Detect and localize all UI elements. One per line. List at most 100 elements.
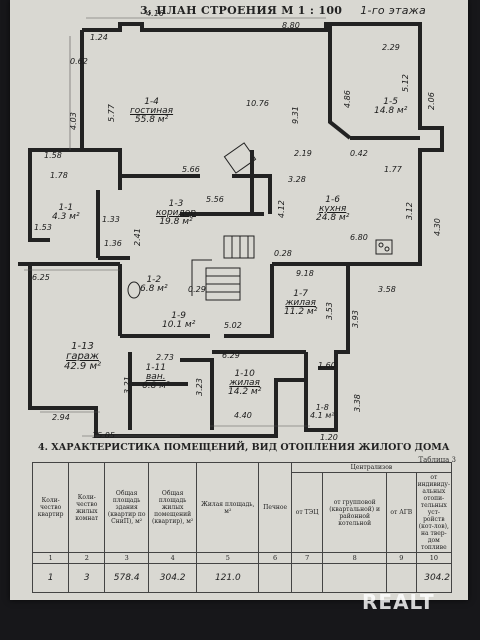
floor-plan-drawing xyxy=(18,17,444,438)
dim-133: 1.33 xyxy=(102,215,120,224)
dim-918: 9.18 xyxy=(296,269,314,278)
dim-680: 6.80 xyxy=(350,233,368,242)
room-1-13-area: 42.9 м² xyxy=(64,361,101,372)
room-1-8-area: 4.1 м² xyxy=(310,411,335,420)
room-1-2: 1-2 6.8 м² xyxy=(140,276,168,294)
value-rooms: 3 xyxy=(68,563,106,593)
header-total-area: Общая площадь здания (квартир по СниП), … xyxy=(104,462,150,553)
col-number: 9 xyxy=(385,552,417,564)
floor-note: 1-го этажа xyxy=(360,4,427,17)
dim-625: 6.25 xyxy=(32,273,50,282)
room-1-1: 1-1 4.3 м² xyxy=(52,204,80,222)
dim-241: 2.41 xyxy=(133,228,142,246)
header-stove: Печное xyxy=(258,462,292,553)
header-rooms: Коли-чество жилых комнат xyxy=(68,462,106,553)
dim-440: 4.40 xyxy=(234,411,252,420)
dim-629: 6.29 xyxy=(222,351,240,360)
room-1-9: 1-9 10.1 м² xyxy=(162,312,195,330)
col-number: 7 xyxy=(290,552,324,564)
dim-062: 0.62 xyxy=(70,57,88,66)
dim-430: 4.30 xyxy=(433,218,442,236)
dim-358: 3.58 xyxy=(378,285,396,294)
room-1-3-area: 19.8 м² xyxy=(159,217,193,227)
value-apartments: 1 xyxy=(31,563,70,593)
dim-416: 4.16 xyxy=(146,9,164,18)
room-1-6-id: 1-6 xyxy=(325,195,340,205)
room-1-8-id: 1-8 xyxy=(315,403,329,412)
room-1-3-id: 1-3 xyxy=(168,199,184,209)
room-1-6-name: кухня xyxy=(318,204,347,214)
room-1-5-area: 14.8 м² xyxy=(374,106,408,116)
header-tec: от ТЭЦ xyxy=(290,472,324,553)
table-row: 1 3 578.4 304.2 121.0 304.2 xyxy=(31,563,453,593)
header-agv: от АГВ xyxy=(385,472,417,553)
room-1-10-id: 1-10 xyxy=(234,369,255,379)
col-number: 2 xyxy=(68,552,106,564)
dim-486: 4.86 xyxy=(343,90,352,108)
room-1-13-name: гараж xyxy=(66,351,99,362)
room-1-1-area: 4.3 м² xyxy=(52,212,80,222)
room-1-7-area: 11.2 м² xyxy=(284,307,318,317)
dim-880: 8.80 xyxy=(282,21,300,30)
dim-312: 3.12 xyxy=(405,202,414,220)
dim-512: 5.12 xyxy=(401,74,410,92)
room-1-8: 1-8 4.1 м² xyxy=(310,404,335,420)
dim-229: 2.29 xyxy=(382,43,400,52)
value-living-area: 121.0 xyxy=(196,563,260,593)
section-4-title: 4. ХАРАКТЕРИСТИКА ПОМЕЩЕНИЙ, ВИД ОТОПЛЕН… xyxy=(38,442,450,453)
table-number-row: 1 2 3 4 5 6 7 8 9 10 xyxy=(31,552,453,564)
col-number: 8 xyxy=(322,552,387,564)
value-stove xyxy=(258,563,292,593)
room-1-11-area: 6.8 м² xyxy=(142,381,170,391)
dim-136: 1.36 xyxy=(104,239,122,248)
plan-title: 3. ПЛАН СТРОЕНИЯ М 1 : 100 1-го этажа xyxy=(140,4,426,17)
dim-323: 3.23 xyxy=(195,378,204,396)
room-1-9-area: 10.1 м² xyxy=(162,320,196,330)
room-1-4-id: 1-4 xyxy=(144,97,159,107)
table-header-row-1: Коли-чество квартир Коли-чество жилых ко… xyxy=(31,462,453,553)
room-1-9-id: 1-9 xyxy=(171,311,186,321)
col-number: 4 xyxy=(148,552,198,564)
dim-158: 1.58 xyxy=(44,151,62,160)
room-1-6-area: 24.8 м² xyxy=(316,213,350,223)
room-1-7-name: жилая xyxy=(285,298,316,308)
room-1-3: 1-3 коридор 19.8 м² xyxy=(156,200,196,227)
dim-412: 4.12 xyxy=(277,200,286,218)
table-number: Таблица 3 xyxy=(418,456,456,464)
dim-566: 5.66 xyxy=(182,165,200,174)
dim-393: 3.93 xyxy=(351,310,360,328)
dim-1076: 10.76 xyxy=(246,99,269,108)
dim-502: 5.02 xyxy=(224,321,242,330)
dim-206: 2.06 xyxy=(427,92,436,110)
room-1-1-id: 1-1 xyxy=(58,203,74,213)
value-group-boiler xyxy=(322,563,387,593)
dim-160: 1.60 xyxy=(318,361,336,370)
dim-124: 1.24 xyxy=(90,33,108,42)
col-number: 3 xyxy=(104,552,150,564)
plan-title-text: 3. ПЛАН СТРОЕНИЯ М 1 : 100 xyxy=(140,4,343,17)
dim-178: 1.78 xyxy=(50,171,68,180)
header-apartments: Коли-чество квартир xyxy=(31,462,70,553)
dim-029: 0.29 xyxy=(188,285,206,294)
room-1-3-name: коридор xyxy=(156,208,196,218)
room-1-7: 1-7 жилая 11.2 м² xyxy=(284,290,317,317)
room-1-10-area: 14.2 м² xyxy=(228,387,262,397)
room-1-10: 1-10 жилая 14.2 м² xyxy=(228,370,261,397)
dim-353: 3.53 xyxy=(325,302,334,320)
room-1-5: 1-5 14.8 м² xyxy=(374,98,407,116)
value-tec xyxy=(290,563,324,593)
col-number: 10 xyxy=(415,552,453,564)
value-total-area: 578.4 xyxy=(104,563,150,593)
header-group-boiler: от групповой (квартальной) и районной ко… xyxy=(322,472,387,553)
characteristics-table: Коли-чество квартир Коли-чество жилых ко… xyxy=(31,462,453,593)
header-living-area: Жилая площадь, м² xyxy=(196,462,260,553)
room-1-4: 1-4 гостиная 55.8 м² xyxy=(130,98,173,125)
dim-273: 2.73 xyxy=(156,353,174,362)
col-number: 1 xyxy=(31,552,70,564)
room-1-6: 1-6 кухня 24.8 м² xyxy=(316,196,349,223)
dim-294: 2.94 xyxy=(52,413,70,422)
room-1-5-id: 1-5 xyxy=(383,97,398,107)
room-1-11-name: ван. xyxy=(146,372,166,382)
value-agv xyxy=(385,563,417,593)
room-1-10-name: жилая xyxy=(229,378,260,388)
